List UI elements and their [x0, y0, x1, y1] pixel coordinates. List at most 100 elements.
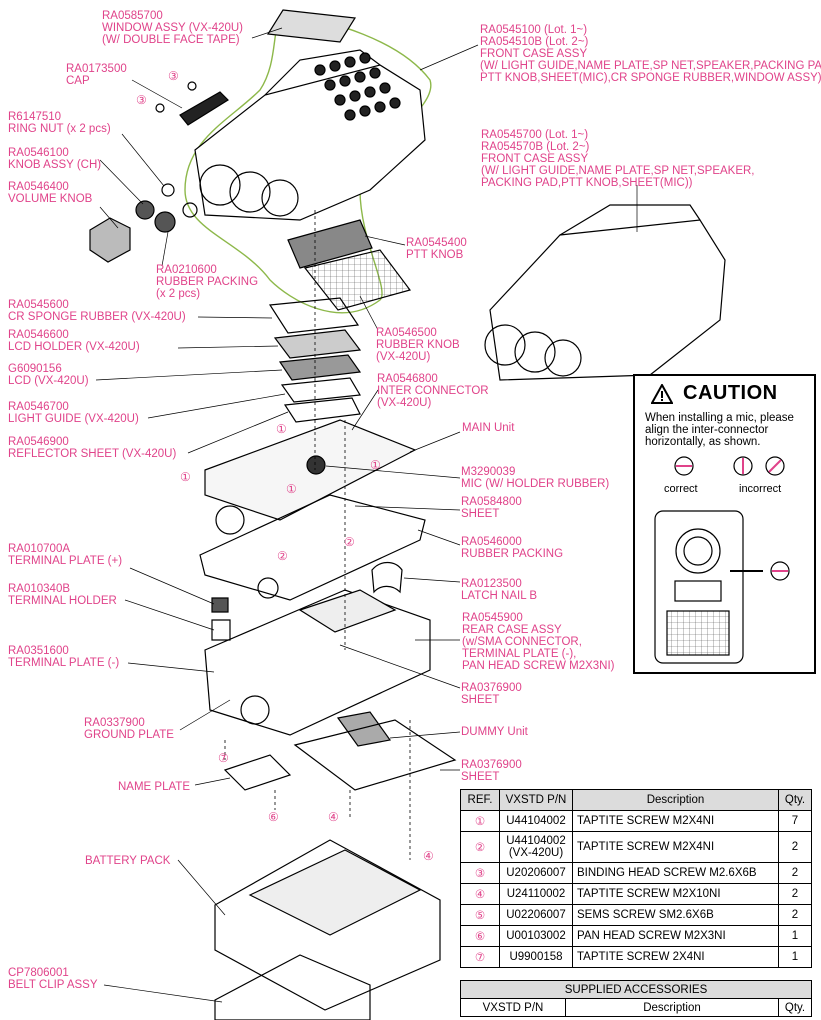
label-line: G6090156	[8, 363, 62, 375]
label-line: REFLECTOR SHEET (VX-420U)	[8, 448, 177, 460]
cell-pn: U44104002	[499, 810, 573, 832]
label-line: LATCH NAIL B	[461, 590, 538, 602]
label-line: MAIN Unit	[462, 422, 515, 434]
label-line: SHEET	[461, 771, 500, 783]
label-line: (W/ LIGHT GUIDE,NAME PLATE,SP NET,SPEAKE…	[480, 60, 821, 72]
cell-ref: ⑦	[460, 946, 500, 968]
header-qty: Qty.	[778, 789, 812, 811]
label-line: TERMINAL HOLDER	[8, 595, 117, 607]
acc-header-qty: Qty.	[778, 998, 812, 1017]
main-connector-part	[215, 505, 245, 535]
label-line: RA0546800	[377, 373, 438, 385]
cell-desc: TAPTITE SCREW M2X4NI	[572, 810, 779, 832]
cell-qty: 1	[778, 925, 812, 947]
label-main-unit: MAIN Unit	[462, 422, 514, 434]
label-line: RA054510B (Lot. 2~)	[480, 36, 589, 48]
label-line: MIC (W/ HOLDER RUBBER)	[461, 478, 610, 490]
cell-qty: 2	[778, 883, 812, 905]
acc-header-pn: VXSTD P/N	[460, 998, 566, 1017]
sheet-3-part	[293, 719, 457, 791]
front-case-2-knob-3	[544, 339, 582, 377]
label-line: RUBBER KNOB	[376, 339, 460, 351]
screw-ref-1b: ①	[370, 458, 381, 472]
label-line: RA0546600	[8, 329, 69, 341]
accessories-table: SUPPLIED ACCESSORIES VXSTD P/N Descripti…	[460, 980, 812, 1017]
cell-pn: U24110002	[499, 883, 573, 905]
explode-lines	[224, 210, 411, 860]
cell-ref: ③	[460, 862, 500, 884]
cell-qty: 2	[778, 831, 812, 863]
label-battery-pack: BATTERY PACK	[85, 855, 170, 867]
ring-nut-part-2	[182, 202, 198, 218]
screw-ref-7: ⑦	[218, 751, 229, 765]
label-line: RA0585700	[102, 10, 163, 22]
front-case-group-outline	[184, 13, 432, 314]
label-line: SHEET	[461, 508, 500, 520]
label-line: SHEET	[461, 694, 500, 706]
front-case-part	[194, 64, 426, 221]
label-line: REAR CASE ASSY	[462, 624, 562, 636]
label-line: DUMMY Unit	[461, 726, 528, 738]
label-line: RA054570B (Lot. 2~)	[481, 141, 590, 153]
screw-ref-1a: ①	[276, 422, 287, 436]
cell-ref: ①	[460, 810, 500, 832]
label-line: (W/ LIGHT GUIDE,NAME PLATE,SP NET,SPEAKE…	[481, 165, 755, 177]
screw-ref-2a: ②	[277, 549, 288, 563]
label-line: RA0376900	[461, 759, 522, 771]
screw-ref-6: ⑥	[268, 810, 279, 824]
dummy-unit-part	[336, 711, 392, 747]
drawing-group	[89, 9, 726, 1020]
sma-ring-part	[257, 577, 279, 599]
label-line: GROUND PLATE	[84, 729, 174, 741]
label-line: CR SPONGE RUBBER (VX-420U)	[8, 311, 186, 323]
screw-ref-3b: ③	[136, 93, 147, 107]
label-line: KNOB ASSY (CH)	[8, 159, 102, 171]
label-line: RA0546700	[8, 401, 69, 413]
label-line: RA0546100	[8, 147, 69, 159]
label-line: TERMINAL PLATE (-)	[8, 657, 120, 669]
label-line: RA0545400	[406, 237, 467, 249]
label-line: RA0546400	[8, 181, 69, 193]
label-line: RA0546500	[376, 327, 437, 339]
cell-desc: TAPTITE SCREW M2X4NI	[572, 831, 779, 863]
label-line: INTER CONNECTOR	[377, 385, 489, 397]
cell-desc: BINDING HEAD SCREW M2.6X6B	[572, 862, 779, 884]
header-pn: VXSTD P/N	[499, 789, 573, 811]
caution-incorrect-label: incorrect	[739, 483, 782, 495]
terminal-holder-part	[211, 619, 231, 641]
leader-lines	[95, 27, 638, 1003]
label-name-plate: NAME PLATE	[118, 781, 190, 793]
label-line: TERMINAL PLATE (-),	[462, 648, 577, 660]
acc-header-desc: Description	[565, 998, 779, 1017]
label-line: RA0351600	[8, 645, 69, 657]
cell-ref: ⑥	[460, 925, 500, 947]
label-line: RA0376900	[461, 682, 522, 694]
battery-pack-top	[248, 849, 422, 936]
label-line: RA0545100 (Lot. 1~)	[480, 24, 588, 36]
label-line: PTT KNOB,SHEET(MIC),CR SPONGE RUBBER,WIN…	[480, 72, 821, 84]
label-line: (W/ DOUBLE FACE TAPE)	[102, 34, 240, 46]
accessories-header-row: VXSTD P/N Description Qty.	[460, 998, 812, 1017]
label-line: FRONT CASE ASSY	[481, 153, 589, 165]
label-line: (w/SMA CONNECTOR,	[462, 636, 582, 648]
label-line: TERMINAL PLATE (+)	[8, 555, 123, 567]
